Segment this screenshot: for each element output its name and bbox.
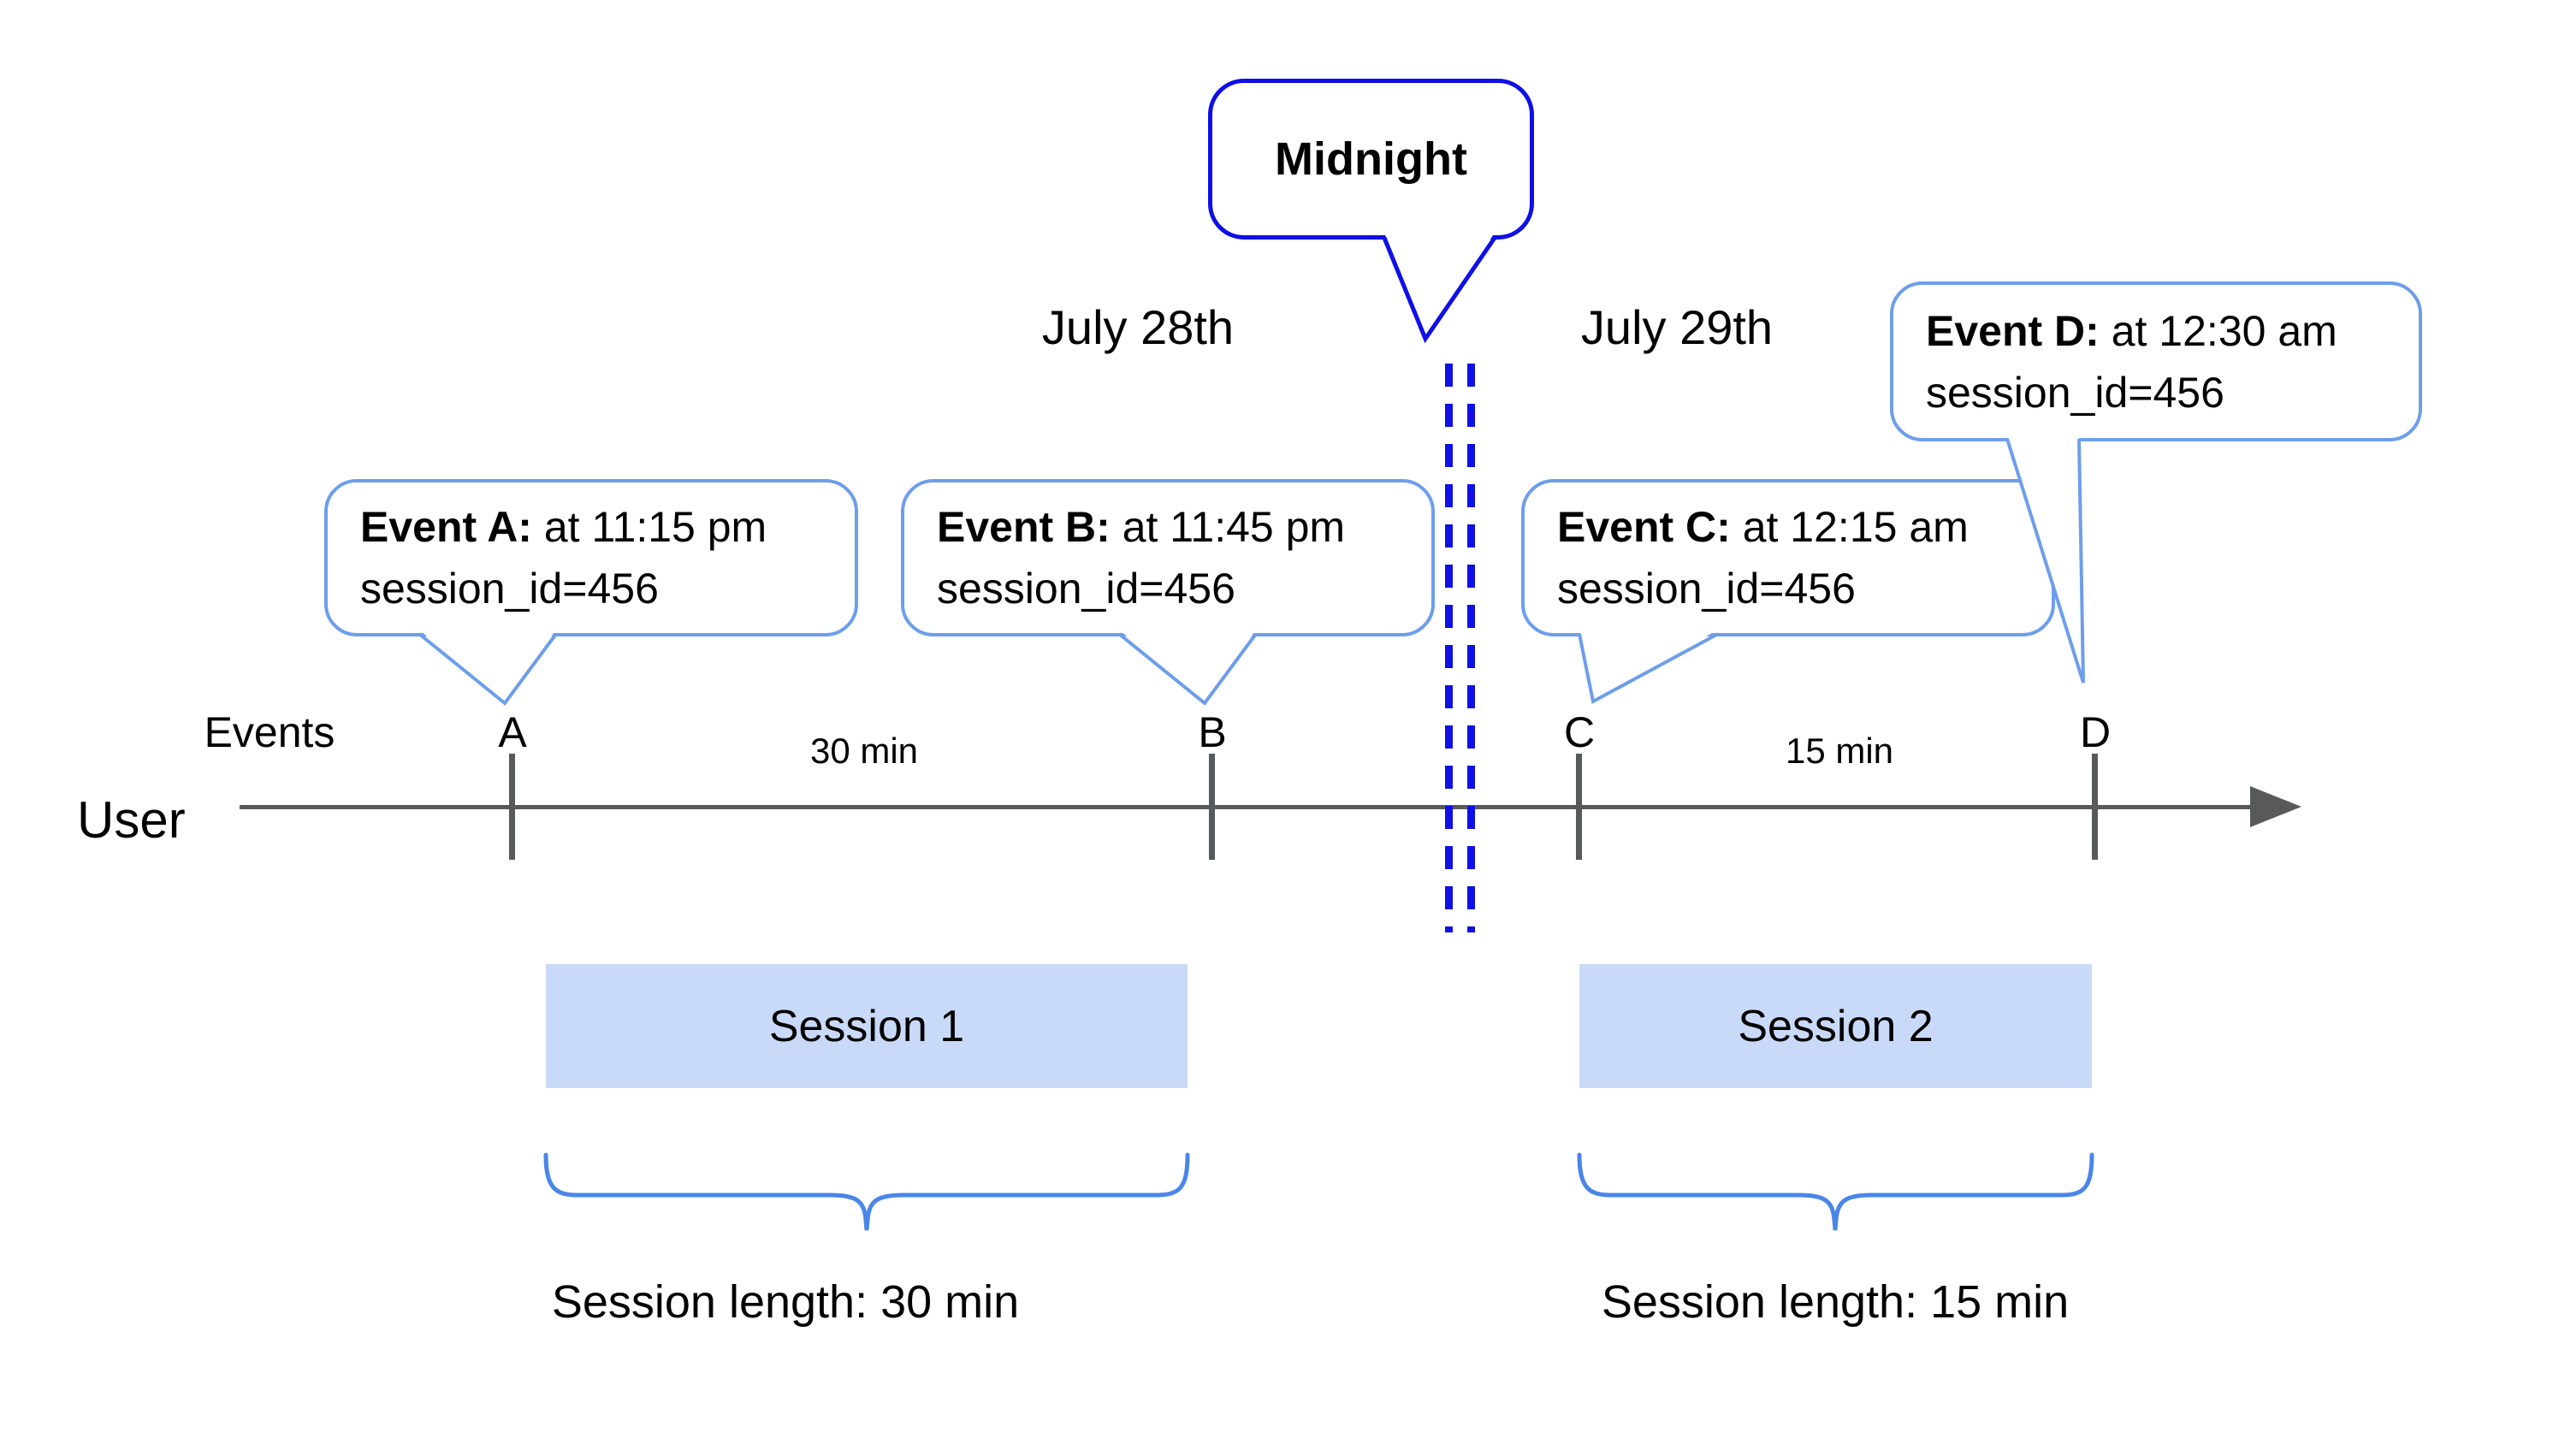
- midnight-tail-stroke: [1382, 236, 1497, 344]
- tick-event-a: [509, 754, 515, 860]
- timeline-arrow-icon: [2250, 786, 2301, 827]
- event-b-tail-stroke: [1117, 632, 1258, 706]
- midnight-dashed-line-right: [1467, 364, 1475, 932]
- gap-duration-c-d: 15 min: [1785, 731, 1894, 771]
- tick-event-b: [1209, 754, 1215, 860]
- session-2-label: Session 2: [1738, 1001, 1934, 1051]
- event-c-callout: Event C: at 12:15 am session_id=456: [1521, 479, 2055, 636]
- event-letter-a: A: [498, 708, 527, 756]
- session-1-length-label: Session length: 30 min: [551, 1276, 1020, 1328]
- date-label-july-29: July 29th: [1580, 300, 1774, 354]
- user-timeline: [240, 805, 2252, 809]
- event-a-tail-stroke: [418, 632, 558, 706]
- tick-event-d: [2092, 754, 2098, 860]
- midnight-callout-label: Midnight: [1275, 133, 1467, 185]
- event-d-callout: Event D: at 12:30 am session_id=456: [1890, 281, 2422, 441]
- midnight-callout: Midnight: [1208, 79, 1534, 240]
- session-2-brace: [1577, 1152, 2094, 1231]
- session-1-label: Session 1: [768, 1001, 965, 1051]
- session-2-box: Session 2: [1579, 964, 2092, 1088]
- event-c-callout-line2: session_id=456: [1557, 565, 1856, 613]
- event-c-callout-line1: Event C: at 12:15 am: [1557, 503, 1969, 551]
- session-1-brace: [543, 1152, 1190, 1231]
- event-b-tail-fill: [1119, 630, 1256, 703]
- events-axis-label: Events: [204, 708, 335, 756]
- date-label-july-28: July 28th: [1041, 300, 1235, 354]
- event-letter-d: D: [2079, 708, 2112, 756]
- event-d-callout-line2: session_id=456: [1926, 368, 2224, 417]
- gap-duration-a-b: 30 min: [809, 731, 919, 771]
- user-axis-label: User: [77, 791, 186, 849]
- midnight-tail-fill: [1384, 233, 1495, 339]
- event-a-callout-line2: session_id=456: [360, 565, 659, 613]
- event-a-callout-line1: Event A: at 11:15 pm: [360, 503, 767, 551]
- event-a-callout: Event A: at 11:15 pm session_id=456: [324, 479, 858, 636]
- event-letter-c: C: [1563, 708, 1596, 756]
- session-1-box: Session 1: [546, 964, 1188, 1088]
- event-a-tail-fill: [419, 630, 556, 703]
- session-2-length-label: Session length: 15 min: [1601, 1276, 2070, 1328]
- event-d-callout-line1: Event D: at 12:30 am: [1926, 306, 2337, 355]
- event-b-callout-line1: Event B: at 11:45 pm: [937, 503, 1346, 551]
- event-b-callout: Event B: at 11:45 pm session_id=456: [901, 479, 1435, 636]
- event-c-tail-fill: [1579, 630, 1718, 701]
- event-c-tail-stroke: [1578, 632, 1719, 705]
- event-b-callout-line2: session_id=456: [937, 565, 1235, 613]
- tick-event-c: [1576, 754, 1582, 860]
- event-letter-b: B: [1198, 708, 1227, 756]
- midnight-dashed-line-left: [1445, 364, 1453, 932]
